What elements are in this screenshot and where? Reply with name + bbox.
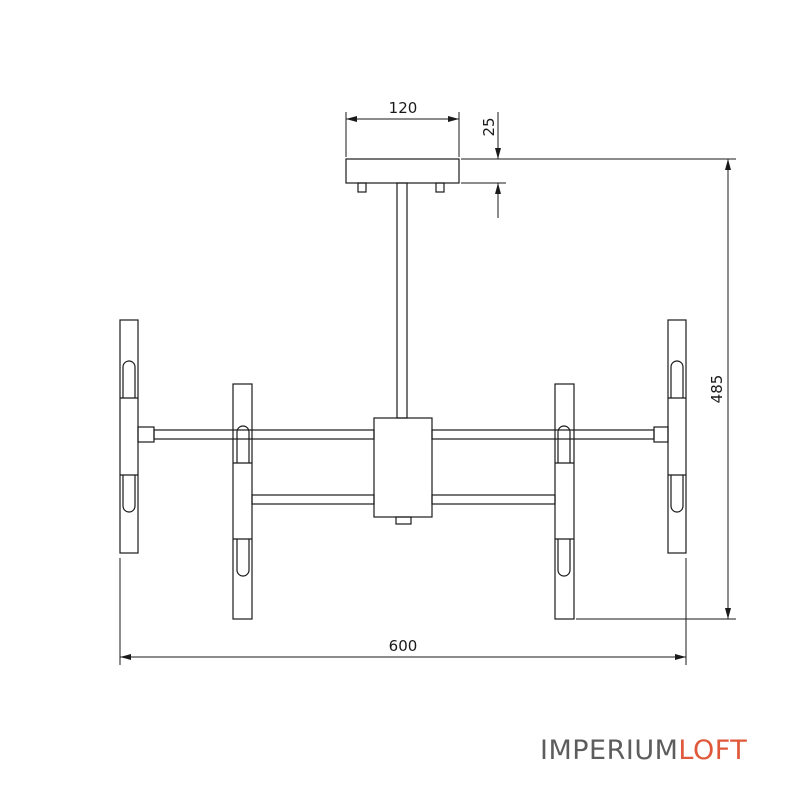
upper-arm-left: [153, 429, 375, 440]
dimension-arrows: [120, 116, 731, 660]
upper-arm-left-joint: [137, 426, 155, 443]
bulb-icon: [557, 539, 571, 577]
inner-left-lamp-bar: [232, 383, 253, 620]
brand-logo-part2: LOFT: [678, 735, 748, 766]
inner-right-lamp-bar: [554, 383, 575, 620]
bulb-icon: [670, 360, 684, 398]
dim-label-total-height: 485: [708, 375, 726, 404]
bulb-icon: [122, 360, 136, 398]
bulb-icon: [236, 425, 250, 463]
bulb-icon: [122, 475, 136, 513]
hub-bottom-cap: [395, 516, 412, 525]
bulb-icon: [670, 475, 684, 513]
dimension-lines: [119, 112, 736, 665]
outer-right-lamp-bar: [667, 319, 687, 554]
lower-arm-right: [431, 494, 556, 505]
outer-left-lamp-bar: [119, 319, 139, 554]
lower-arm-left: [251, 494, 375, 505]
dim-label-canopy-height: 25: [480, 117, 498, 136]
dim-label-canopy-width: 120: [389, 99, 418, 117]
canopy-screw-right: [435, 182, 445, 193]
dim-label-total-width: 600: [389, 637, 418, 655]
brand-logo-part1: IMPERIUM: [540, 735, 679, 766]
brand-logo: IMPERIUMLOFT: [540, 735, 747, 766]
upper-arm-right-joint: [653, 426, 669, 443]
ceiling-canopy: [345, 158, 460, 184]
upper-arm-right: [431, 429, 655, 440]
fixture-outline: [119, 158, 687, 620]
suspension-rod: [396, 182, 408, 419]
bulb-icon: [236, 539, 250, 577]
bulb-icon: [557, 425, 571, 463]
central-hub: [373, 417, 433, 518]
canopy-screw-left: [357, 182, 367, 193]
